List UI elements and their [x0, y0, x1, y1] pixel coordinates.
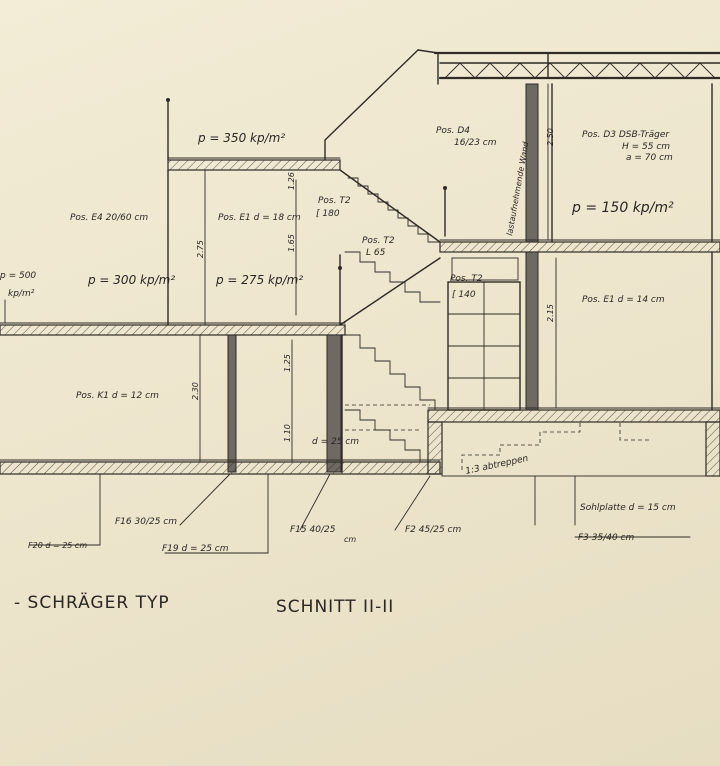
pos-e1-upper-label: Pos. E1 d = 18 cm [218, 213, 301, 223]
pos-d3-a: a = 70 cm [626, 153, 673, 163]
drawing-type-title: - SCHRÄGER TYP [14, 592, 170, 613]
pos-t2-a-label: Pos. T2 [318, 196, 351, 206]
load-far-left-unit: kp/m² [8, 289, 35, 299]
upper-right-storey [439, 83, 720, 253]
dim-230: 2.30 [191, 382, 200, 400]
foundation-f20: F20 d = 25 cm [28, 541, 87, 550]
stair-thickness: d = 25 cm [312, 437, 359, 447]
pos-d3-label: Pos. D3 DSB-Träger [582, 130, 670, 140]
foundation-f16: F16 30/25 cm [115, 517, 177, 527]
dim-215: 2.15 [546, 304, 555, 322]
dim-165: 1.65 [287, 234, 296, 252]
load-mid-left: p = 300 kp/m² [87, 273, 175, 287]
pos-d4-label: Pos. D4 [436, 126, 470, 136]
dim-125: 1.25 [283, 354, 292, 372]
pos-d4-sub: 16/23 cm [454, 138, 497, 148]
load-far-left-value: p = 500 [0, 271, 36, 281]
foundation-f3: F3 35/40 cm [578, 533, 635, 543]
load-roof: p = 350 kp/m² [197, 131, 285, 145]
dimension-lines [199, 83, 557, 463]
pos-t2-b-label: Pos. T2 [362, 236, 395, 246]
pos-k1-label: Pos. K1 d = 12 cm [76, 391, 159, 401]
load-upper-right: p = 150 kp/m² [571, 200, 674, 216]
pos-t2-c-sub: [ 140 [452, 290, 476, 300]
load-mid-center: p = 275 kp/m² [215, 273, 303, 287]
section-title: SCHNITT II-II [276, 597, 394, 617]
foundation-steps [461, 421, 650, 526]
pos-d3-h: H = 55 cm [622, 142, 670, 152]
foundation-f15: F15 40/25 [290, 525, 336, 535]
ground-slab [0, 407, 720, 477]
middle-stair-slope [339, 257, 441, 326]
foundation-f19: F19 d = 25 cm [162, 544, 229, 554]
wall-note: lastaufnehmende Wand [505, 140, 531, 236]
roof-truss [433, 51, 720, 85]
dim-275: 2.75 [196, 240, 205, 258]
upper-stair [339, 169, 441, 303]
pos-e1-right-label: Pos. E1 d = 14 cm [582, 295, 665, 305]
sohlplatte-label: Sohlplatte d = 15 cm [580, 503, 676, 513]
foundation-f2: F2 45/25 cm [405, 525, 462, 535]
dim-250: 2.50 [546, 128, 555, 146]
roof-slope [324, 49, 419, 161]
foundation-f15-unit: cm [344, 535, 356, 544]
upper-left-slab [166, 98, 447, 326]
pos-t2-c-label: Pos. T2 [450, 274, 483, 284]
pos-e4-label: Pos. E4 20/60 cm [70, 213, 148, 223]
leader-lines [29, 473, 691, 554]
pos-t2-b-sub: L 65 [366, 248, 386, 258]
dim-110: 1.10 [283, 424, 292, 442]
abtreppen-note: 1:3 abtreppen [465, 454, 530, 477]
dim-126: 1.26 [287, 172, 296, 190]
pos-t2-a-sub: [ 180 [316, 209, 340, 219]
